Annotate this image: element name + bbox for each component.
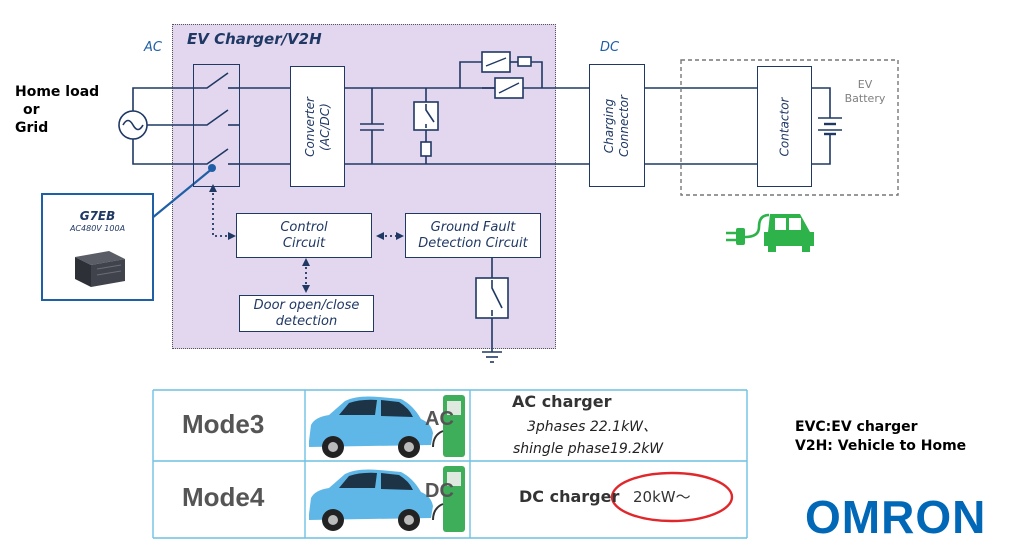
car-image-2 [309,466,465,532]
ac-charger-title: AC charger [512,392,612,411]
ev-car-plug-icon [726,213,814,252]
dc-label: DC [600,40,620,55]
charging-connector-box: Charging Connector [589,64,645,187]
ac-tag: AC [425,408,454,430]
home-load-label: Home load or Grid [15,84,100,136]
capacitor-icon [360,88,384,164]
ac-label: AC [144,40,162,55]
ac-charger-detail-1: 3phases 22.1kW、 [527,419,658,435]
precharge-relay-icon [413,88,439,164]
ev-vehicle-boundary [680,59,899,196]
relay-image [75,251,125,287]
ground-icon [482,351,502,363]
mode4-label: Mode4 [182,482,265,512]
charger-title: EV Charger/V2H [187,30,322,48]
dc-charger-detail: 20kW～ [633,488,691,506]
ac-source-icon [118,110,148,140]
ground-fault-detection-box: Ground Fault Detection Circuit [405,213,541,258]
dc-charger-title: DC charger [519,487,620,506]
main-relay-box [193,64,240,187]
mode3-label: Mode3 [182,409,265,439]
relay-callout-box: G7EB AC480V 100A [41,193,154,301]
relay-rating-label: AC480V 100A [69,224,126,233]
contactor-box: Contactor [757,66,812,187]
car-image [309,395,465,458]
converter-box: Converter (AC/DC) [290,66,345,187]
control-circuit-box: Control Circuit [236,213,372,258]
relay-model-label: G7EB [79,209,116,223]
battery-icon [818,117,842,136]
ground-fault-relay-icon [475,258,509,352]
ev-battery-label: EV Battery [844,78,886,105]
ac-charger-detail-2: shingle phase19.2kW [513,441,664,457]
omron-logo: OMRON [805,491,987,543]
dc-output-relays-icon [459,51,543,99]
abbreviation-legend: EVC:EV charger V2H: Vehicle to Home [795,419,967,454]
mode-table-grid [152,389,748,539]
door-detection-box: Door open/close detection [239,295,374,332]
dc-tag: DC [425,480,454,502]
highlight-circle [610,471,734,523]
